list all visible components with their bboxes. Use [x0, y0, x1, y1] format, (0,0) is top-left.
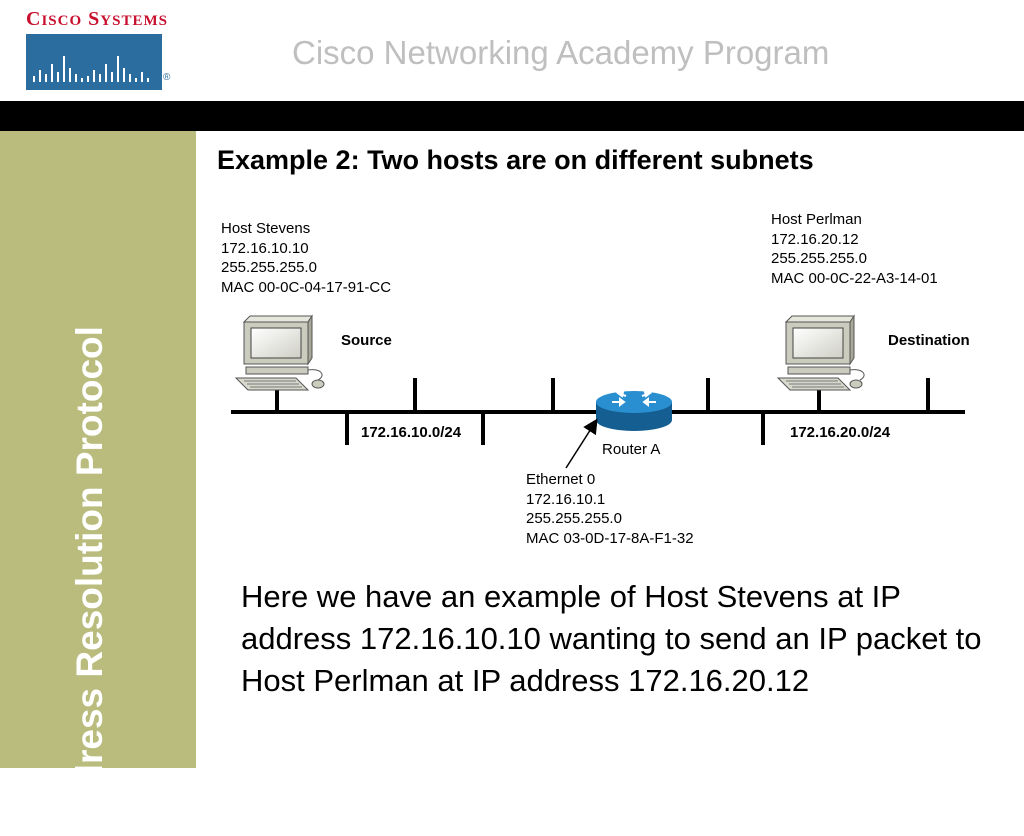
- destination-host-info: Host Perlman 172.16.20.12 255.255.255.0 …: [771, 210, 938, 288]
- logo-bridge-icon: [33, 56, 149, 82]
- body-paragraph: Here we have an example of Host Stevens …: [241, 579, 982, 698]
- source-host-mask: 255.255.255.0: [221, 259, 317, 276]
- program-title: Cisco Networking Academy Program: [292, 34, 830, 71]
- router-label: Router A: [602, 441, 661, 458]
- destination-computer-icon: [776, 314, 865, 391]
- router-interface-info: Ethernet 0 172.16.10.1 255.255.255.0 MAC…: [526, 470, 694, 548]
- network-diagram: [231, 314, 965, 469]
- interface-pointer-arrow: [565, 418, 598, 469]
- destination-host-ip: 172.16.20.12: [771, 230, 859, 248]
- router-interface-mask: 255.255.255.0: [526, 510, 622, 527]
- destination-host-mask: 255.255.255.0: [771, 250, 867, 267]
- slide-title: Example 2: Two hosts are on different su…: [217, 145, 814, 175]
- logo-wordmark: CISCO SYSTEMS: [26, 8, 168, 30]
- header-divider-bar: [0, 101, 1024, 131]
- sidebar: Address Resolution Protocol: [0, 131, 196, 836]
- destination-label: Destination: [888, 332, 970, 349]
- router-interface-ip: 172.16.10.1: [526, 490, 606, 508]
- registered-icon: ®: [163, 72, 171, 83]
- source-host-ip: 172.16.10.10: [221, 239, 309, 257]
- source-host-info: Host Stevens 172.16.10.10 255.255.255.0 …: [221, 219, 391, 297]
- right-subnet-label: 172.16.20.0/24: [790, 424, 891, 441]
- cisco-logo: CISCO SYSTEMS ®: [26, 8, 172, 90]
- router-interface-name: Ethernet 0: [526, 471, 596, 488]
- router-interface-mac: MAC 03-0D-17-8A-F1-32: [526, 529, 694, 547]
- source-host-name: Host Stevens: [221, 220, 311, 237]
- source-computer-icon: [234, 314, 325, 391]
- router-icon: [596, 390, 672, 431]
- destination-host-name: Host Perlman: [771, 211, 862, 228]
- source-label: Source: [341, 332, 392, 349]
- destination-host-mac: MAC 00-0C-22-A3-14-01: [771, 269, 938, 287]
- source-host-mac: MAC 00-0C-04-17-91-CC: [221, 278, 392, 296]
- left-subnet-label: 172.16.10.0/24: [361, 424, 462, 441]
